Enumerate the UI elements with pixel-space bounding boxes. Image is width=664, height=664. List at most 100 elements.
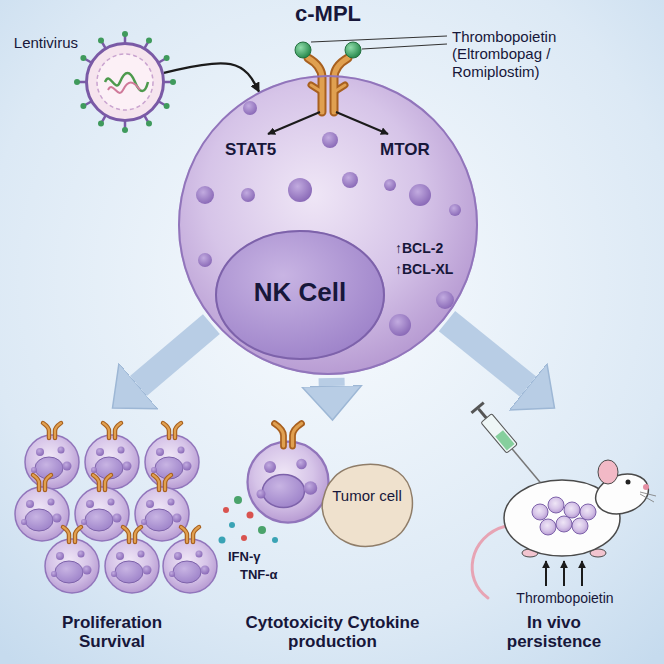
c-mpl-receptor <box>311 85 345 92</box>
injected-nk-cells <box>564 502 580 518</box>
granule <box>196 186 214 204</box>
lentivirus-particle <box>97 54 153 110</box>
outcome-panel: In vivo persistence <box>445 408 664 660</box>
granule <box>342 172 358 188</box>
mouse <box>626 480 631 485</box>
injected-nk-cells <box>548 497 564 513</box>
lentivirus-particle <box>74 31 176 133</box>
mouse <box>640 492 656 502</box>
lentivirus-particle <box>122 31 128 37</box>
granule <box>288 178 312 202</box>
receptor-label: c-MPL <box>268 1 388 26</box>
injected-nk-cells <box>556 516 572 532</box>
drug-label: Thrombopoietin (Eltrombopag / Romiplosti… <box>452 28 570 80</box>
syringe <box>495 430 514 450</box>
nk-cell-shape <box>179 76 477 374</box>
up-arrow <box>563 561 565 586</box>
proliferating-nk-cells <box>25 423 79 489</box>
tumor-cell-shape <box>322 464 412 546</box>
mouse <box>472 460 656 598</box>
transduction-arrow <box>164 63 259 92</box>
injected-nk-cells <box>572 518 588 534</box>
signal-arrow <box>268 112 388 134</box>
lentivirus-particle <box>77 34 173 130</box>
mouse <box>598 460 618 484</box>
outcome-caption: In vivo persistence <box>493 613 615 652</box>
granule <box>198 253 212 267</box>
granule <box>436 291 454 309</box>
cytokine-label: TNF-α <box>240 568 278 583</box>
cell-name: NK Cell <box>215 278 385 308</box>
syringe <box>471 401 547 487</box>
virus-label: Lentivirus <box>14 34 78 51</box>
nk-cell-body <box>178 75 478 375</box>
cytotoxic-nk-cell <box>248 424 329 523</box>
lentivirus-particle <box>74 79 80 85</box>
nk-cell-body <box>178 75 478 375</box>
nucleus: NK Cell <box>215 230 385 360</box>
leader-line <box>311 36 447 49</box>
signal-arrow <box>268 112 320 134</box>
lentivirus-particle <box>74 31 176 133</box>
syringe <box>479 409 487 418</box>
thrombopoietin-molecule <box>295 42 311 58</box>
proliferating-nk-cells <box>135 475 189 541</box>
lentivirus-particle <box>98 37 104 43</box>
syringe <box>471 401 485 414</box>
thrombopoietin-molecule <box>345 42 361 58</box>
lentivirus-particle <box>98 121 104 127</box>
injected-nk-cells <box>532 497 596 535</box>
granule <box>322 132 338 148</box>
up-arrow <box>546 561 582 586</box>
granule <box>241 188 255 202</box>
injected-nk-cells <box>532 504 548 520</box>
lentivirus-particle <box>86 43 164 121</box>
outcome-panel: Cytotoxicity Cytokine productionTumor ce… <box>225 420 440 660</box>
outcome-arrow <box>447 321 528 386</box>
proliferating-nk-cells <box>15 475 69 541</box>
virus-particle-outline <box>85 42 165 122</box>
tumor-label: Tumor cell <box>332 487 402 504</box>
lentivirus-particle <box>80 55 86 61</box>
granule <box>243 101 257 115</box>
cytokine-dot <box>272 537 278 543</box>
granule <box>389 314 411 336</box>
cytokine-dot <box>258 526 266 534</box>
proliferating-nk-cells <box>163 527 217 593</box>
thrombopoietin-molecule <box>295 42 361 58</box>
cytokine-dot <box>223 507 229 513</box>
nk-cell-outline <box>178 75 478 375</box>
lentivirus-particle <box>122 127 128 133</box>
syringe <box>481 414 517 454</box>
proliferating-nk-cells <box>45 527 99 593</box>
up-arrow <box>545 561 547 586</box>
cytokine-dot <box>219 496 279 544</box>
cytokine-dot <box>234 496 242 504</box>
granule <box>384 179 396 191</box>
cytokine-dot <box>241 535 247 541</box>
virus-particle-shape <box>87 44 164 121</box>
c-mpl-receptor <box>311 85 345 92</box>
lentivirus-particle <box>164 55 170 61</box>
protein-label: ↑BCL-XL <box>395 261 453 277</box>
c-mpl-receptor <box>308 58 348 112</box>
lentivirus-particle <box>164 103 170 109</box>
proliferating-nk-cells <box>145 423 199 489</box>
cytokine-label: IFN-γ <box>228 550 261 565</box>
leader-line <box>362 44 447 49</box>
mouse <box>643 484 649 490</box>
leader-line <box>311 36 447 42</box>
cytokine-dot <box>219 537 226 544</box>
lentivirus-particle <box>108 83 140 93</box>
cytokine-dot <box>229 522 235 528</box>
cytotoxic-nk-cell <box>248 424 329 523</box>
lentivirus-particle <box>146 37 152 43</box>
outcome-panel: Proliferation Survival <box>5 408 220 660</box>
nucleus <box>215 230 385 360</box>
granule <box>449 204 461 216</box>
lentivirus-particle <box>170 79 176 85</box>
mouse <box>472 526 506 598</box>
